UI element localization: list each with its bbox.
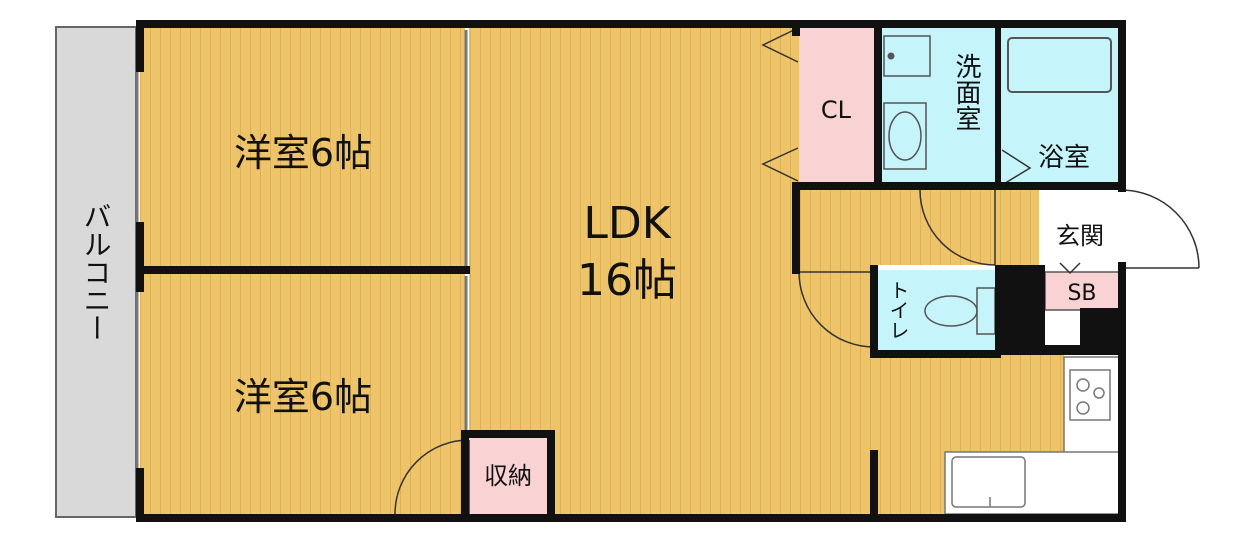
bedroom-2-floor bbox=[140, 274, 465, 514]
hall-floor-mid bbox=[799, 265, 874, 355]
storage-label: 収納 bbox=[484, 462, 532, 490]
bath-label: 浴室 bbox=[1038, 143, 1090, 173]
hall-floor bbox=[799, 190, 1039, 265]
ldk-size-label: 16帖 bbox=[577, 255, 677, 306]
kitchen-sink bbox=[951, 456, 1026, 508]
washroom bbox=[878, 27, 995, 185]
toilet bbox=[878, 270, 995, 350]
closet-label: CL bbox=[821, 96, 852, 124]
bedroom-1-label: 洋室6帖 bbox=[234, 131, 372, 175]
washbasin bbox=[883, 102, 927, 170]
bedroom-1-floor bbox=[140, 27, 465, 270]
bathtub bbox=[1007, 37, 1112, 93]
balcony-label: バルコニー bbox=[80, 202, 113, 342]
ldk-name-label: LDK bbox=[583, 198, 671, 249]
entrance-label: 玄関 bbox=[1056, 222, 1104, 250]
storage bbox=[469, 436, 547, 514]
bedroom-2-label: 洋室6帖 bbox=[234, 375, 372, 419]
closet bbox=[799, 27, 874, 185]
washroom-label: 洗面室 bbox=[951, 53, 981, 131]
balcony bbox=[55, 26, 137, 518]
washing-machine bbox=[883, 35, 931, 77]
shoebox-label: SB bbox=[1067, 281, 1096, 306]
toilet-label: トイレ bbox=[886, 280, 910, 340]
entrance bbox=[1039, 190, 1119, 265]
